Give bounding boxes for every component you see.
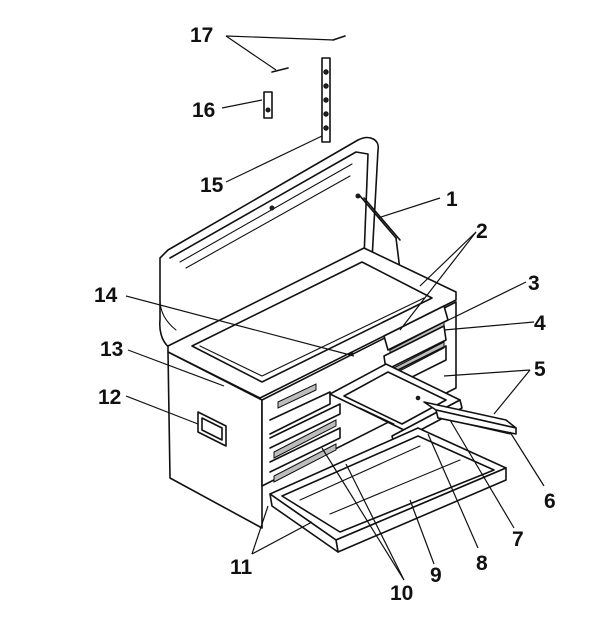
callout-labels: 17 16 15 1 2 3 4 5 6 7 8 9 10 11 12 13 1… [94,24,556,605]
callout-6: 6 [544,490,556,513]
upper-drawers [269,305,449,435]
bracket-part [263,91,273,119]
leader-lines [125,35,545,581]
callout-17: 17 [190,24,213,47]
callout-3: 3 [528,272,540,295]
callout-14: 14 [94,284,118,307]
callout-11: 11 [230,556,253,579]
callout-15: 15 [200,174,224,197]
callout-2: 2 [476,220,488,243]
bottom-drawer [269,427,507,553]
right-slide-drawer [423,401,517,435]
chest-lid [159,136,380,353]
callout-4: 4 [534,312,546,335]
left-drawer-fronts [269,403,341,483]
pin-parts [271,35,346,73]
callout-8: 8 [476,552,488,575]
callout-10: 10 [390,582,413,605]
hinge-strip-part [321,57,331,143]
callout-7: 7 [512,528,524,551]
callout-12: 12 [98,386,121,409]
callout-9: 9 [430,564,442,587]
callout-1: 1 [446,188,458,211]
callout-5: 5 [534,358,546,381]
callout-16: 16 [192,99,215,122]
callout-13: 13 [100,338,123,361]
